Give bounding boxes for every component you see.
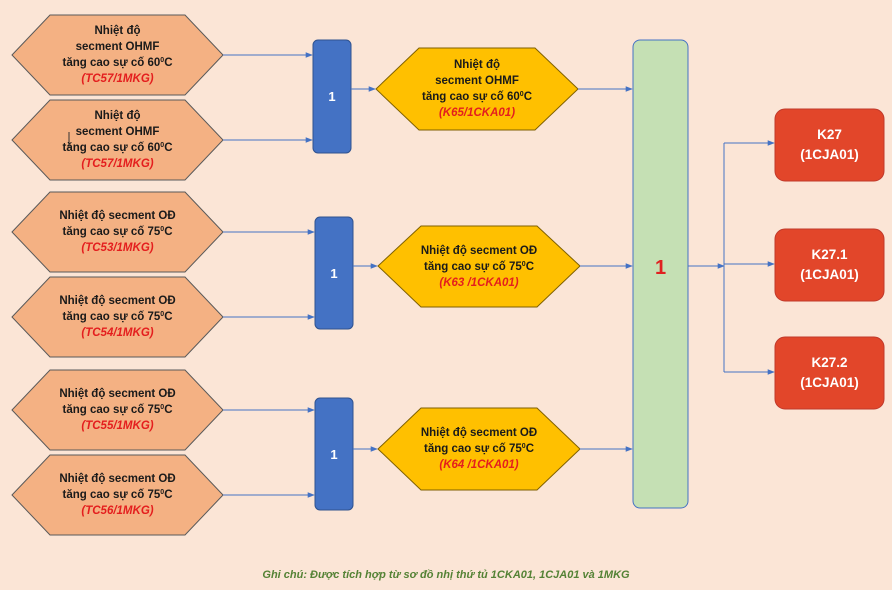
or-gate-3	[314, 397, 354, 511]
or-gate-1	[312, 39, 352, 154]
main-or-gate	[632, 39, 689, 509]
main-gate-label: 1	[654, 256, 667, 279]
input-label-6: Nhiệt độ secment OĐ tăng cao sự cố 750C …	[59, 473, 176, 517]
input-code-5: (TC55/1MKG)	[81, 420, 154, 432]
input-label-3: Nhiệt độ secment OĐ tăng cao sự cố 750C …	[59, 210, 176, 254]
output-box-1	[774, 108, 885, 182]
footnote: Ghi chú: Được tích hợp từ sơ đồ nhị thứ …	[262, 569, 630, 581]
or-gate-label-3: 1	[330, 446, 338, 462]
input-label-2: Nhiệt độ secment OHMF tăng cao sự cố 600…	[62, 110, 173, 170]
signal-label-3: Nhiệt độ secment OĐ tăng cao sự cố 750C …	[420, 427, 538, 471]
input-label-5: Nhiệt độ secment OĐ tăng cao sự cố 750C …	[59, 388, 176, 432]
signal-label-1: Nhiệt độ secment OHMF tăng cao sự cố 600…	[421, 59, 533, 119]
input-code-4: (TC54/1MKG)	[81, 327, 154, 339]
output-box-3	[774, 336, 885, 410]
signal-code-2: (K63 /1CKA01)	[439, 277, 519, 289]
input-code-3: (TC53/1MKG)	[81, 242, 154, 254]
input-code-2: (TC57/1MKG)	[81, 158, 154, 170]
or-gate-label-1: 1	[328, 89, 336, 104]
output-label-3: K27.2 (1CJA01)	[800, 355, 859, 390]
input-label-4: Nhiệt độ secment OĐ tăng cao sự cố 750C …	[59, 295, 176, 339]
output-box-2	[774, 228, 885, 302]
signal-code-1: (K65/1CKA01)	[438, 107, 516, 119]
input-label-1: Nhiệt độ secment OHMF tăng cao sự cố 600…	[62, 25, 173, 85]
signal-code-3: (K64 /1CKA01)	[439, 459, 519, 471]
output-label-1: K27 (1CJA01)	[800, 127, 859, 162]
output-label-2: K27.1 (1CJA01)	[800, 247, 859, 282]
signal-label-2: Nhiệt độ secment OĐ tăng cao sự cố 750C …	[420, 245, 538, 289]
or-gate-2	[314, 216, 354, 330]
input-code-1: (TC57/1MKG)	[81, 73, 154, 85]
input-code-6: (TC56/1MKG)	[81, 505, 154, 517]
or-gate-label-2: 1	[330, 265, 338, 281]
